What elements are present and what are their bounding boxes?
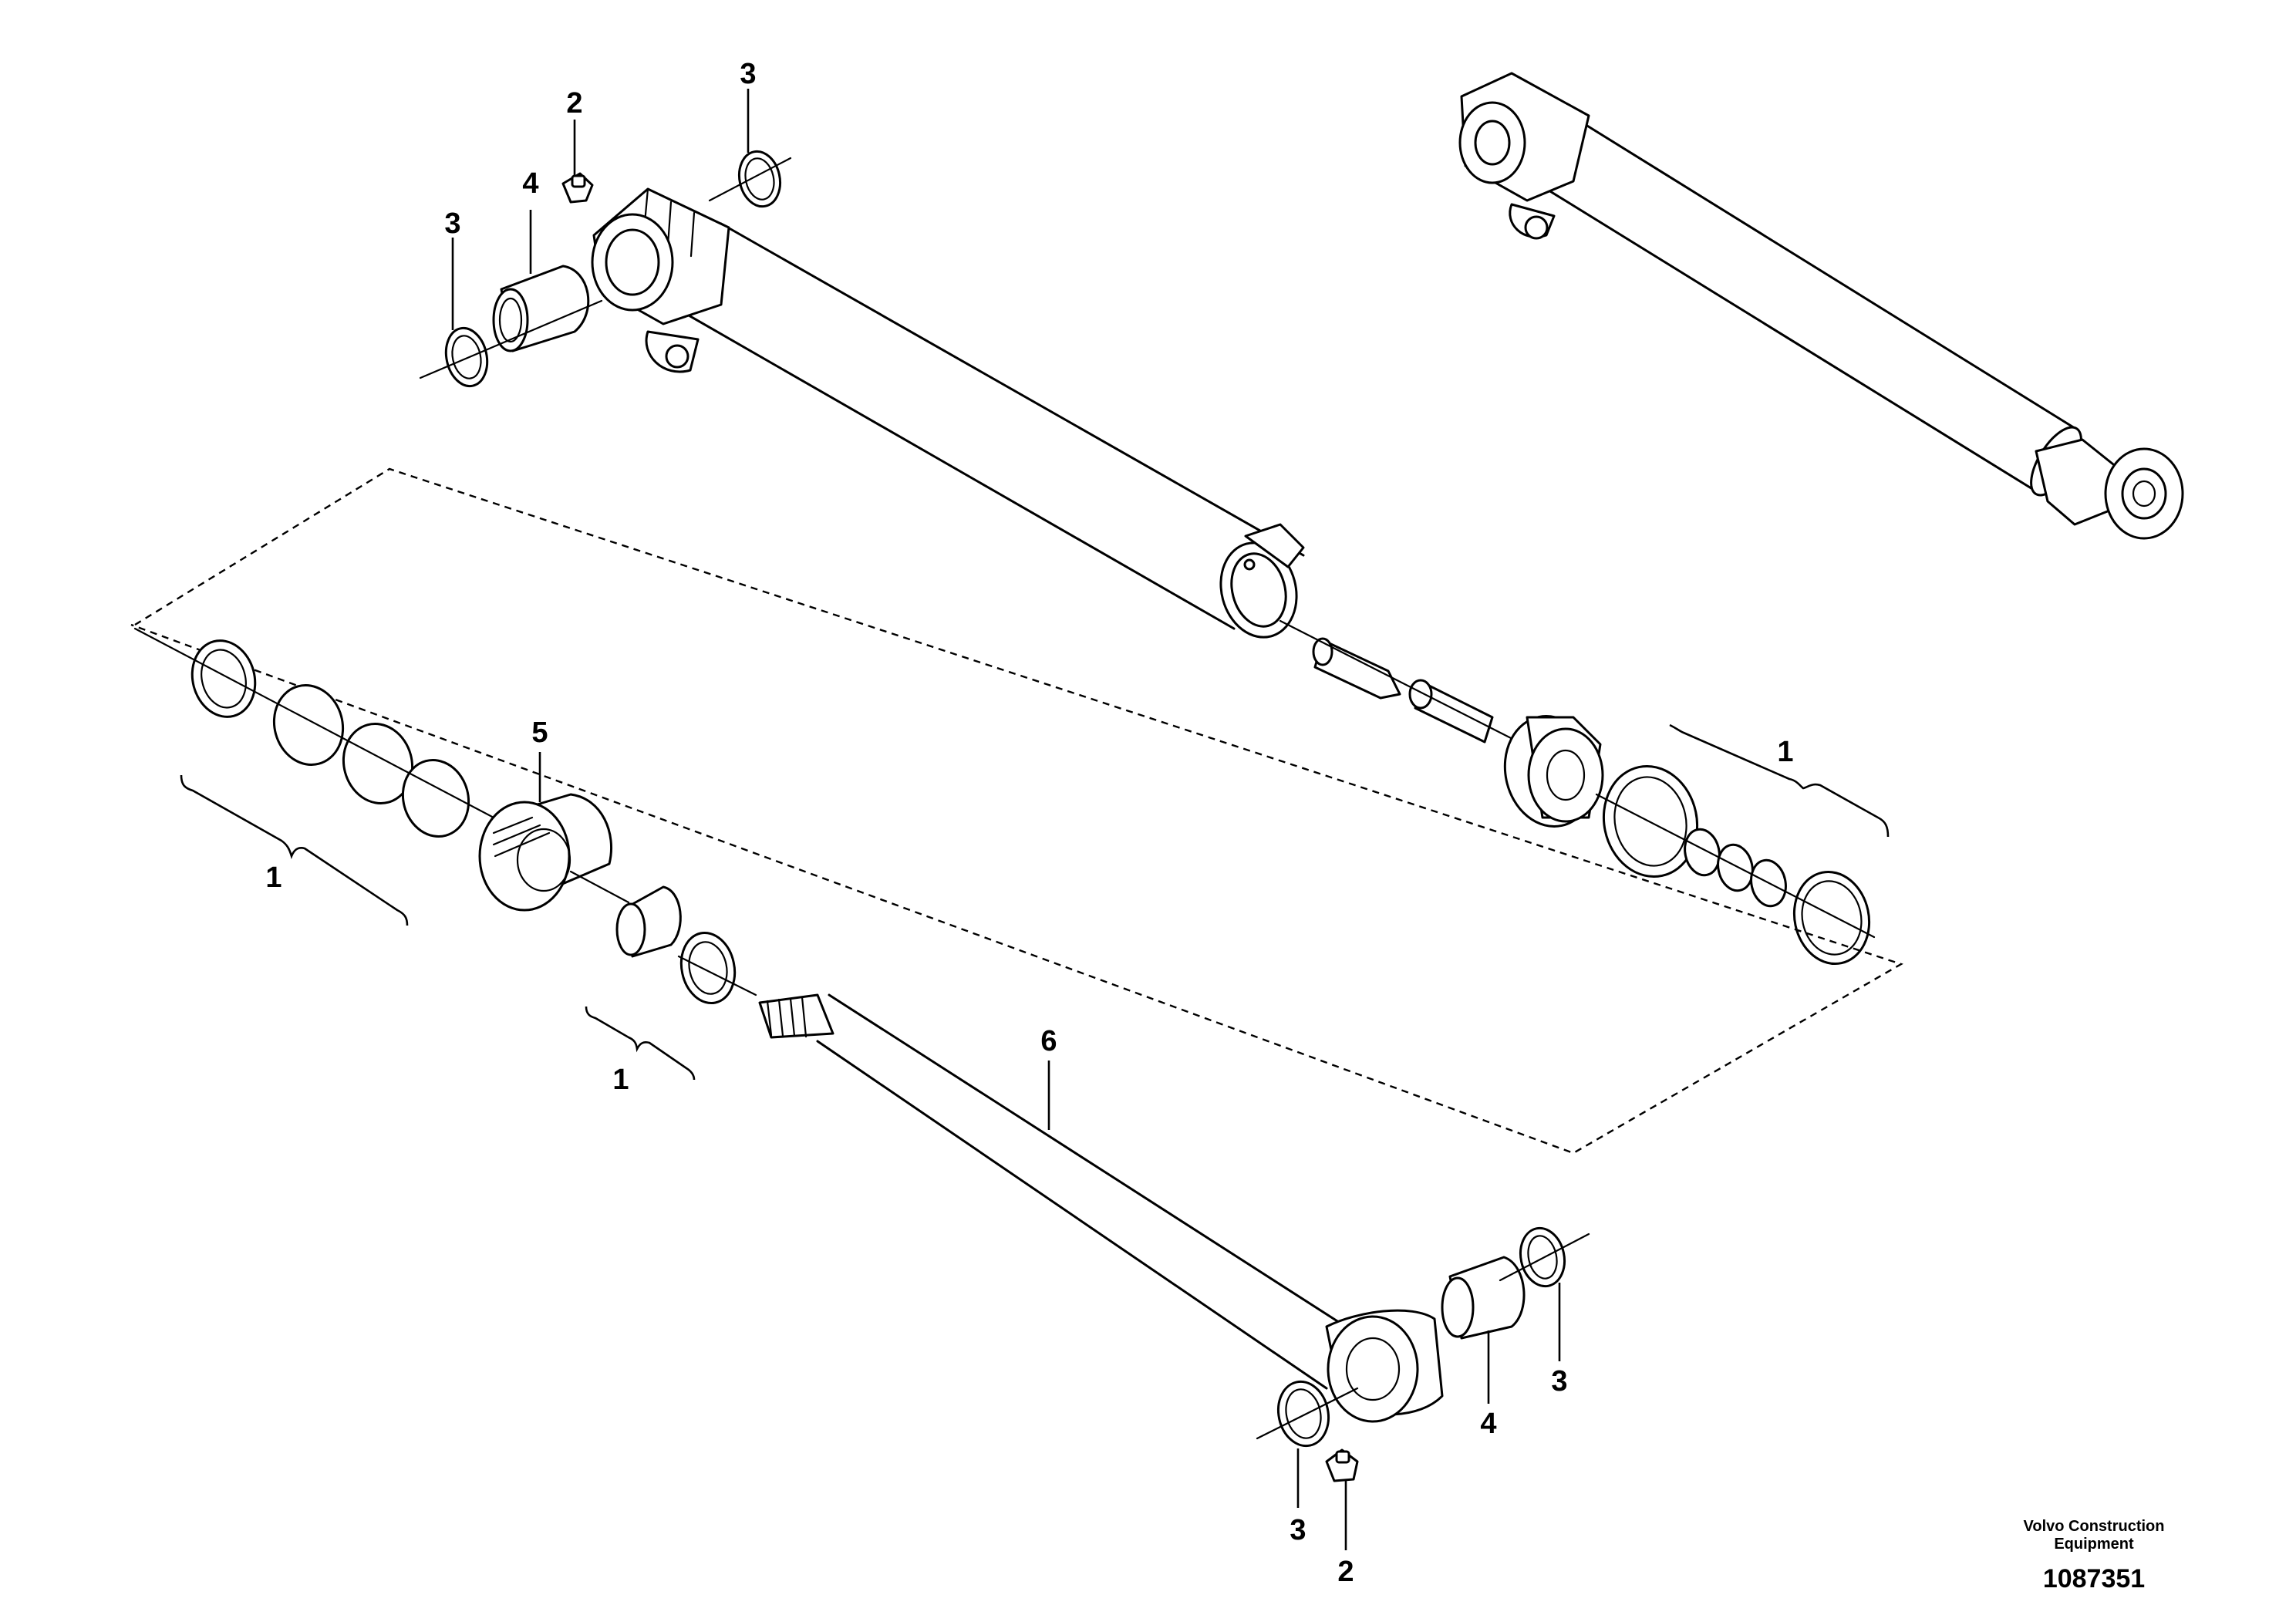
assembled-cylinder-icon	[1458, 72, 2184, 540]
kit-bracket	[585, 1006, 696, 1081]
callout-5: 5	[531, 717, 548, 749]
callout-1-lower: 1	[612, 1064, 629, 1096]
piston-icon	[1503, 715, 1604, 828]
callout-2-top: 2	[566, 87, 582, 120]
credit-company-line1: Volvo Construction	[2024, 1518, 2165, 1535]
callout-3-top-right: 3	[740, 58, 756, 90]
seal-ring-icon	[133, 627, 495, 838]
seal-ring-icon	[1595, 764, 1876, 966]
callout-1-right: 1	[1777, 736, 1793, 768]
callout-3-bottom-left: 3	[1290, 1514, 1306, 1546]
cylinder-tube-icon	[591, 187, 1305, 639]
piston-icon	[478, 793, 630, 912]
credit-company-line2: Equipment	[2054, 1536, 2134, 1553]
callout-6: 6	[1040, 1025, 1057, 1057]
callout-4-top: 4	[522, 167, 538, 200]
seal-ring-icon	[708, 150, 792, 208]
piston-spacer-icon	[1279, 619, 1517, 744]
seal-ring-icon	[1499, 1226, 1590, 1288]
seal-ring-icon	[419, 299, 603, 388]
seal-kit-outline	[130, 467, 1903, 1155]
bushing-icon	[1441, 1256, 1526, 1340]
bushing-icon	[492, 265, 590, 352]
drawing-number: 1087351	[2043, 1564, 2145, 1593]
callout-1-left: 1	[265, 862, 282, 894]
grease-nipple-icon	[1325, 1448, 1359, 1482]
grease-nipple-icon	[561, 172, 594, 204]
kit-bracket	[180, 774, 409, 926]
kit-bracket	[1669, 723, 1890, 838]
callout-2-bottom: 2	[1337, 1556, 1354, 1588]
piston-rod-icon	[758, 993, 1444, 1423]
seal-ring-icon	[1256, 1380, 1359, 1448]
callout-4-bottom: 4	[1480, 1408, 1496, 1440]
callout-3-top-left: 3	[444, 207, 460, 240]
callout-3-bottom-right: 3	[1551, 1365, 1567, 1398]
bushing-icon	[615, 885, 682, 958]
seal-ring-icon	[677, 931, 757, 1005]
